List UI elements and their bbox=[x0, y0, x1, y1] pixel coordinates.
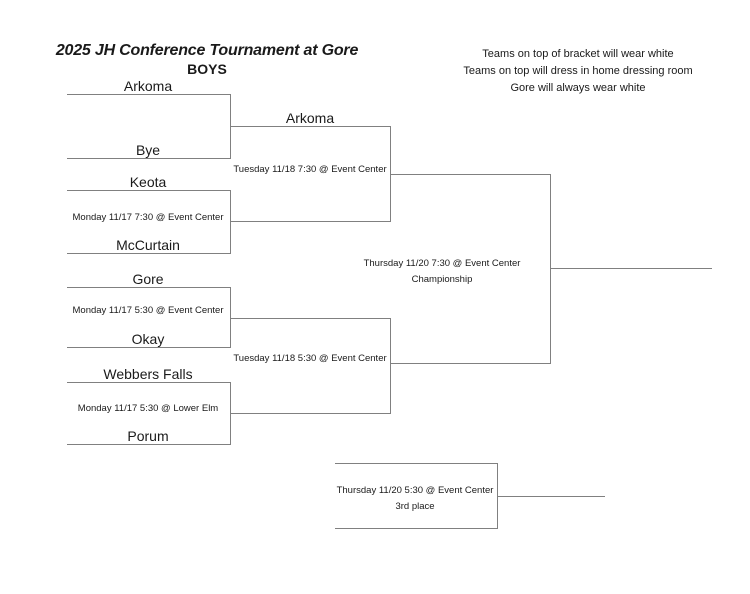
slot-line-okay bbox=[67, 347, 230, 348]
third-winner-line bbox=[497, 496, 605, 497]
semi1-bottom-line bbox=[230, 221, 390, 222]
championship-game-info: Thursday 11/20 7:30 @ Event Center bbox=[363, 258, 521, 269]
third-place-label: 3rd place bbox=[395, 501, 435, 512]
match2-game-info: Monday 11/17 7:30 @ Event Center bbox=[72, 212, 224, 223]
semi1-top-line bbox=[230, 126, 390, 127]
match3-game-info: Monday 11/17 5:30 @ Event Center bbox=[72, 305, 224, 316]
note-line: Teams on top will dress in home dressing… bbox=[463, 65, 693, 77]
team-webbers-falls: Webbers Falls bbox=[103, 366, 193, 382]
final-top-line bbox=[390, 174, 550, 175]
final-connector bbox=[550, 174, 551, 364]
third-place-game-info: Thursday 11/20 5:30 @ Event Center bbox=[336, 485, 494, 496]
note-line: Gore will always wear white bbox=[510, 82, 646, 94]
semi2-game-info: Tuesday 11/18 5:30 @ Event Center bbox=[233, 353, 387, 364]
team-okay: Okay bbox=[131, 331, 165, 347]
third-bottom-line bbox=[335, 528, 497, 529]
slot-line-gore bbox=[67, 287, 230, 288]
slot-line-mccurtain bbox=[67, 253, 230, 254]
slot-line-keota bbox=[67, 190, 230, 191]
page-title: 2025 JH Conference Tournament at Gore bbox=[55, 42, 359, 59]
team-porum: Porum bbox=[127, 428, 169, 444]
semi1-advancer: Arkoma bbox=[285, 110, 335, 126]
team-gore: Gore bbox=[132, 271, 164, 287]
semi2-top-line bbox=[230, 318, 390, 319]
slot-line-arkoma bbox=[67, 94, 230, 95]
slot-line-porum bbox=[67, 444, 230, 445]
note-line: Teams on top of bracket will wear white bbox=[482, 48, 674, 60]
third-top-line bbox=[335, 463, 497, 464]
championship-label: Championship bbox=[411, 274, 473, 285]
notes-block: Teams on top of bracket will wear white … bbox=[463, 46, 692, 97]
semi2-bottom-line bbox=[230, 413, 390, 414]
match4-game-info: Monday 11/17 5:30 @ Lower Elm bbox=[77, 403, 219, 414]
match2-connector bbox=[230, 190, 231, 254]
semi1-game-info: Tuesday 11/18 7:30 @ Event Center bbox=[233, 164, 387, 175]
champion-line bbox=[550, 268, 712, 269]
division-label: BOYS bbox=[187, 61, 227, 77]
slot-line-bye bbox=[67, 158, 230, 159]
team-mccurtain: McCurtain bbox=[116, 237, 180, 253]
final-bottom-line bbox=[390, 363, 550, 364]
team-keota: Keota bbox=[129, 174, 167, 190]
match3-connector bbox=[230, 287, 231, 348]
team-arkoma: Arkoma bbox=[123, 78, 173, 94]
slot-line-webbers-falls bbox=[67, 382, 230, 383]
team-bye: Bye bbox=[135, 142, 161, 158]
semi2-connector bbox=[390, 318, 391, 414]
